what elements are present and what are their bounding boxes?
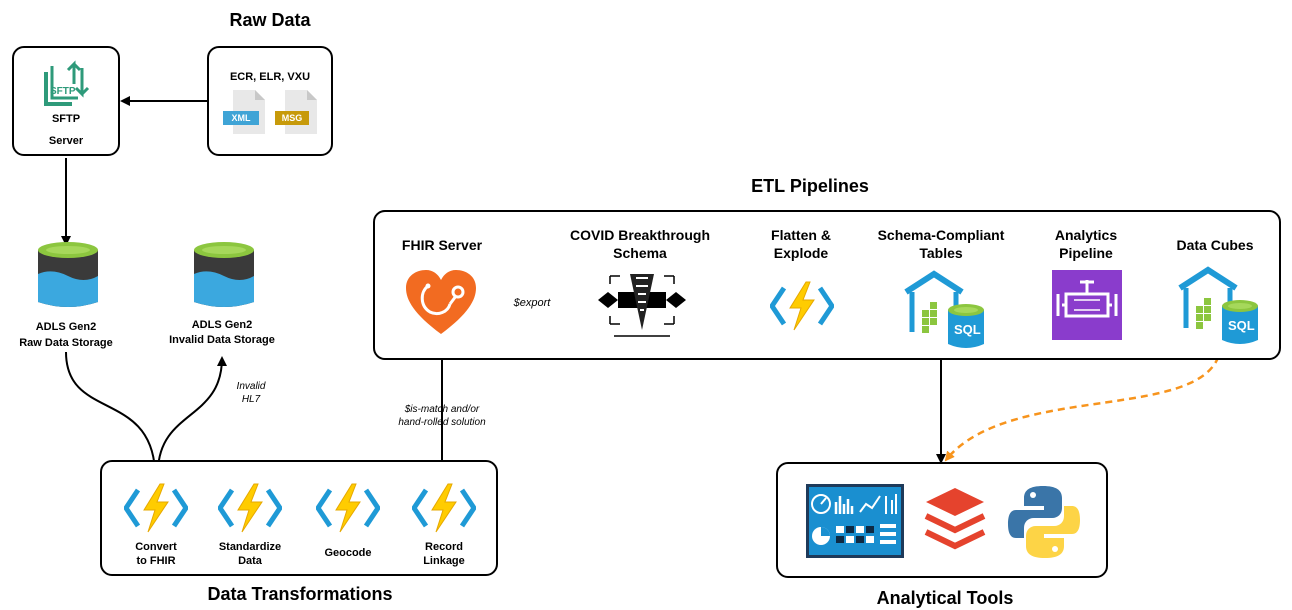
flatten-label-1: Flatten &	[771, 227, 831, 243]
transform-step-label: Data	[238, 555, 262, 567]
azure-function-icon	[218, 483, 282, 533]
azure-function-icon	[316, 483, 380, 533]
transform-step-label: Geocode	[324, 547, 372, 559]
fhir-server-label: FHIR Server	[401, 237, 483, 253]
invalid-hl7-note-2: HL7	[241, 394, 261, 405]
sftp-icon: SFTP	[44, 60, 90, 106]
raw-storage-icon	[38, 242, 98, 307]
sftp-server-box: SFTP SFTP Server	[12, 46, 120, 156]
etl-pipelines-box	[373, 210, 1281, 360]
invalid-storage-label-2: Invalid Data Storage	[169, 334, 275, 346]
tables-label-1: Schema-Compliant	[877, 227, 1005, 243]
arrow-raw-storage-to-convert	[65, 351, 160, 472]
analytical-tools-title: Analytical Tools	[876, 588, 1014, 608]
flatten-label-2: Explode	[773, 245, 829, 261]
sql-text: SQL	[954, 322, 981, 337]
analytics-pipeline-icon	[1052, 270, 1122, 340]
data-cubes-label: Data Cubes	[1176, 237, 1254, 253]
sftp-label-2: Server	[48, 135, 84, 147]
transform-step-label: Linkage	[423, 555, 465, 567]
arrow-cubes-to-tools	[944, 344, 1223, 462]
raw-storage-label-1: ADLS Gen2	[35, 321, 97, 333]
match-note-1: $is-match and/or	[404, 404, 480, 415]
transform-step-label: to FHIR	[136, 555, 176, 567]
data-transformations-box	[100, 460, 498, 576]
msg-file-tag: MSG	[275, 111, 309, 125]
raw-storage-label-2: Raw Data Storage	[19, 337, 113, 349]
dashboard-icon	[806, 484, 904, 558]
schema-icon	[598, 274, 686, 337]
analytics-label-1: Analytics	[1054, 227, 1118, 243]
sql-tables-icon: SQL	[904, 270, 984, 348]
raw-data-title: Raw Data	[229, 10, 311, 30]
databricks-icon	[924, 488, 986, 550]
invalid-hl7-note-1: Invalid	[236, 381, 266, 392]
schema-label-2: Schema	[613, 245, 667, 261]
transform-step-label: Record	[425, 541, 463, 553]
tables-label-2: Tables	[919, 245, 963, 261]
invalid-storage-icon	[194, 242, 254, 307]
transform-step-label: Convert	[135, 541, 177, 553]
schema-label-1: COVID Breakthrough	[569, 227, 710, 243]
sftp-icon-text: SFTP	[50, 86, 76, 97]
python-icon	[1008, 486, 1080, 558]
flatten-function-icon	[768, 281, 836, 331]
data-transformations-title: Data Transformations	[207, 584, 393, 604]
azure-function-icon	[412, 483, 476, 533]
raw-data-types: ECR, ELR, VXU	[229, 71, 311, 83]
xml-file-tag: XML	[223, 111, 259, 125]
fhir-heart-icon	[406, 270, 476, 334]
match-note-2: hand-rolled solution	[398, 417, 486, 428]
transform-step-label: Standardize	[218, 541, 282, 553]
etl-pipelines-title: ETL Pipelines	[751, 176, 869, 196]
export-label: $export	[513, 297, 551, 309]
sftp-label-1: SFTP	[51, 113, 81, 125]
invalid-storage-label-1: ADLS Gen2	[191, 319, 253, 331]
arrow-convert-to-invalid-storage	[157, 356, 227, 471]
analytics-label-2: Pipeline	[1059, 245, 1113, 261]
sql-text: SQL	[1228, 318, 1255, 333]
azure-function-icon	[124, 483, 188, 533]
raw-data-box: ECR, ELR, VXU XML MSG	[207, 46, 333, 156]
data-cubes-icon: SQL	[1178, 266, 1258, 344]
